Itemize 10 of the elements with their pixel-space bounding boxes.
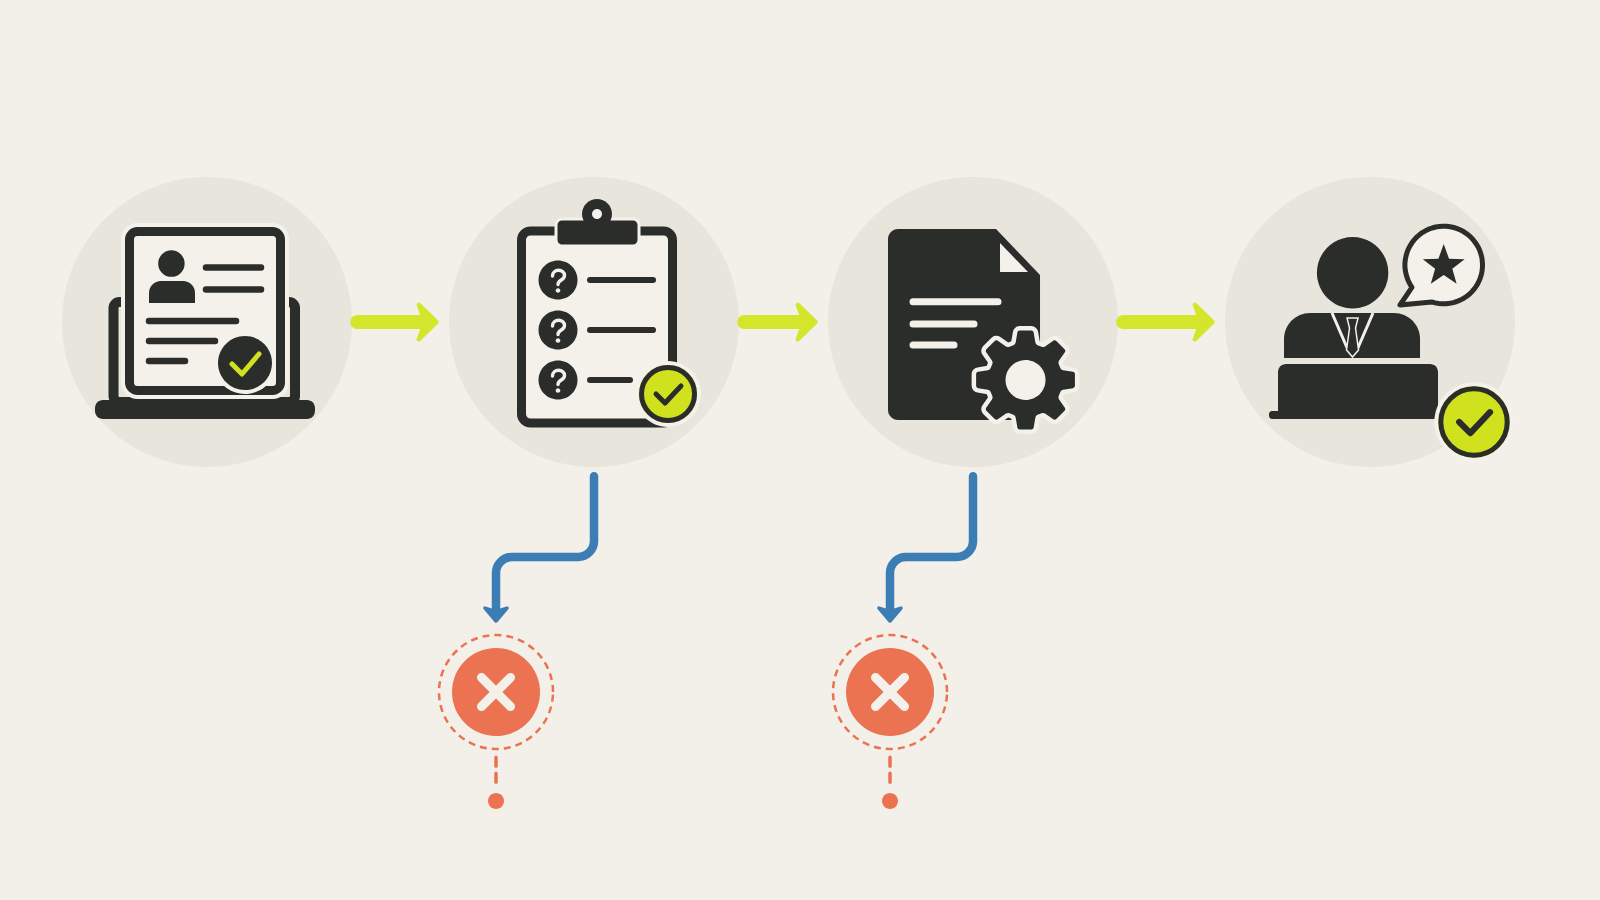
arrow xyxy=(1116,302,1215,342)
dot xyxy=(882,793,898,809)
elbow-arrow xyxy=(483,471,599,623)
cross-circle-icon xyxy=(831,633,949,751)
arrow xyxy=(350,302,439,342)
cross-circle-icon xyxy=(437,633,555,751)
arrow xyxy=(737,302,818,342)
elbow-arrow xyxy=(877,471,978,623)
dot xyxy=(488,793,504,809)
document-gear-icon xyxy=(828,177,1118,467)
